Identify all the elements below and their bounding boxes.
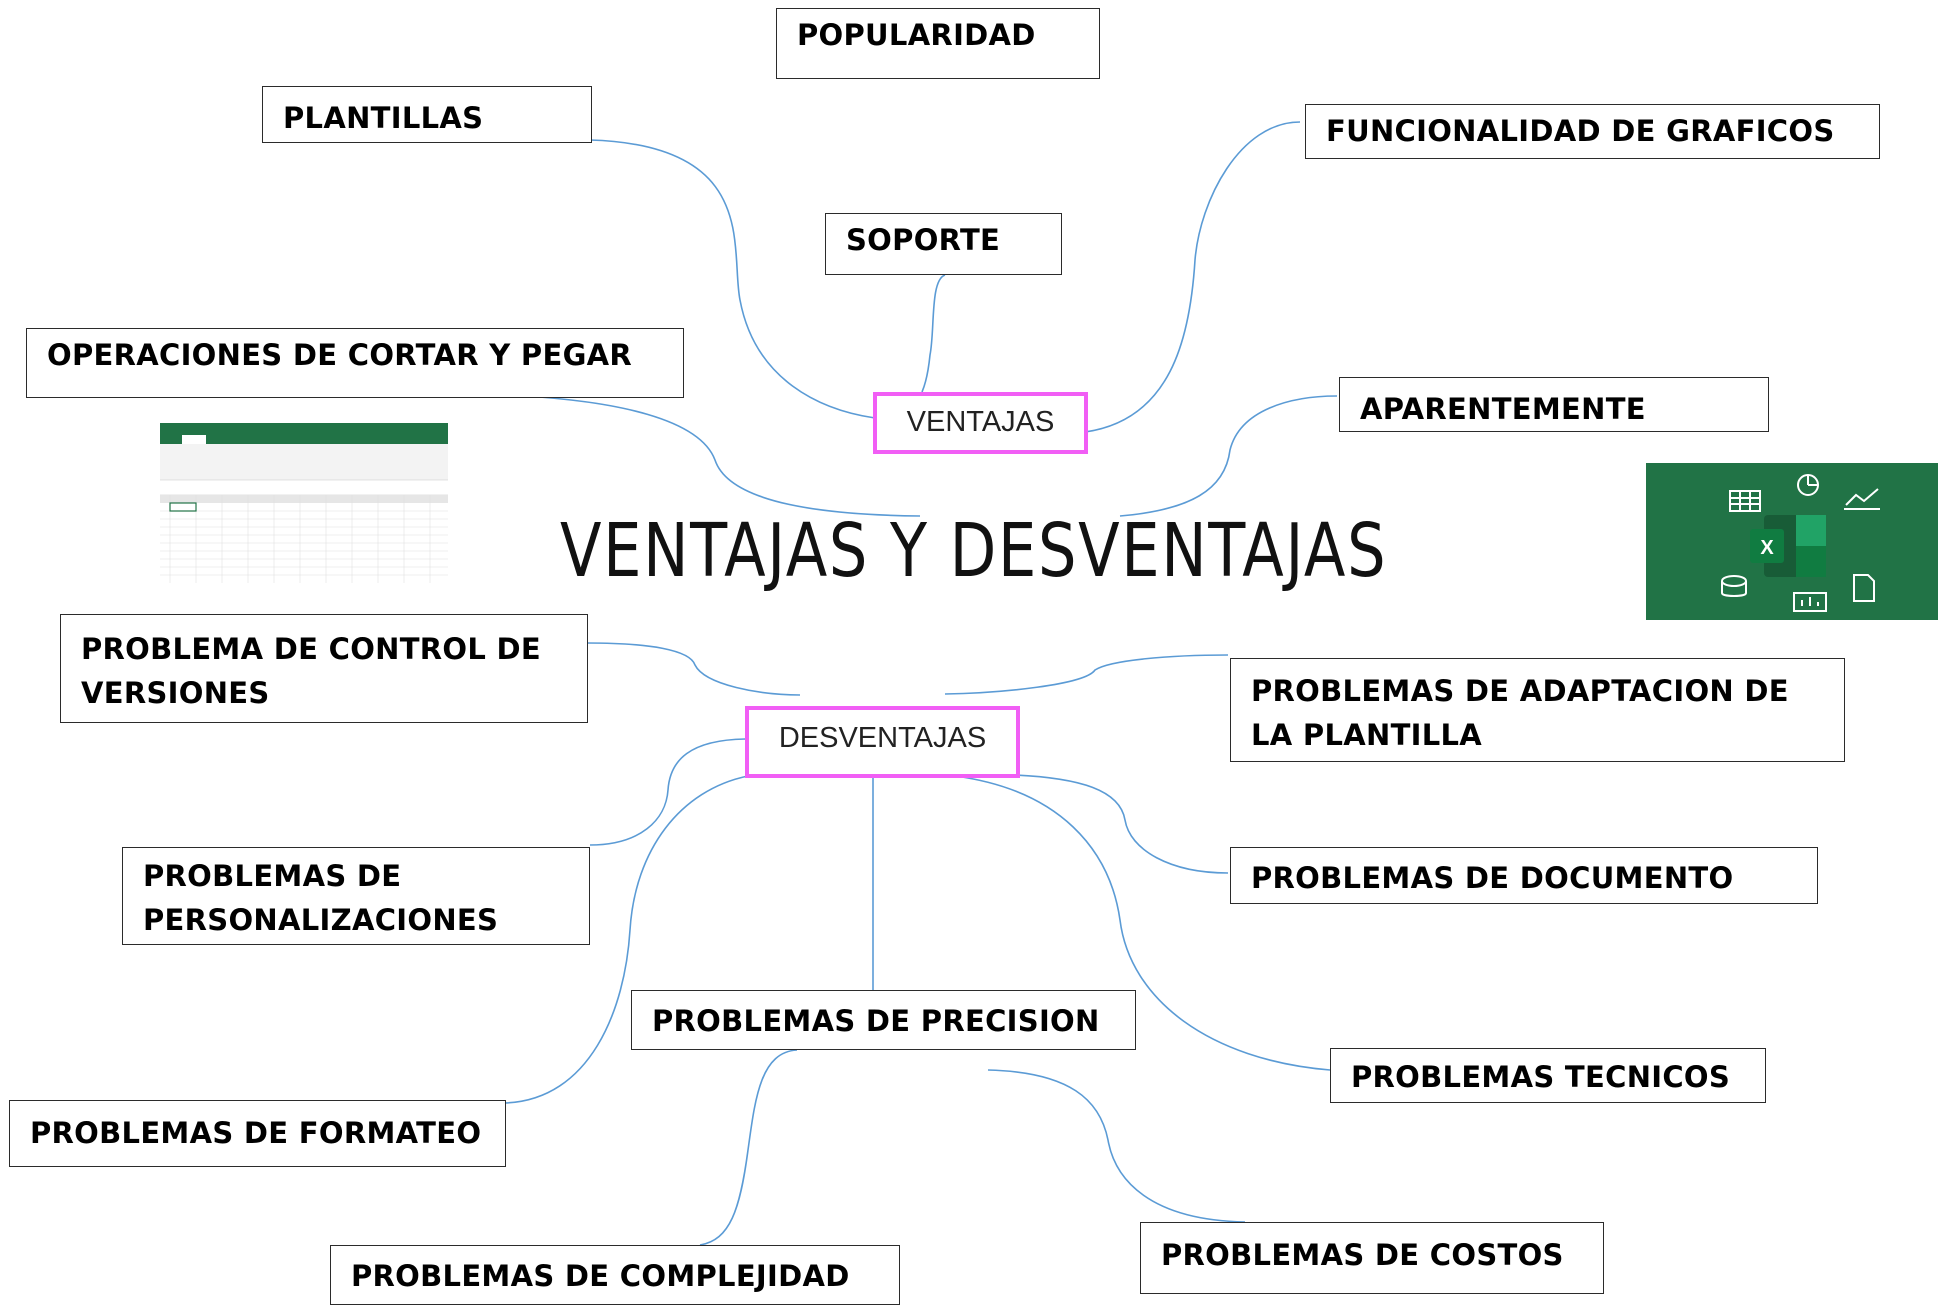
node-funcionalidad-graficos: FUNCIONALIDAD DE GRAFICOS xyxy=(1305,104,1880,159)
node-documento: PROBLEMAS DE DOCUMENTO xyxy=(1230,847,1818,904)
node-label: PROBLEMAS DE COSTOS xyxy=(1161,1238,1564,1272)
node-label-line-1: PROBLEMAS DE xyxy=(143,859,402,893)
node-formateo: PROBLEMAS DE FORMATEO xyxy=(9,1100,506,1167)
node-label-line-2: LA PLANTILLA xyxy=(1251,718,1483,752)
connector-costos xyxy=(987,1069,1246,1223)
hub-desventajas: DESVENTAJAS xyxy=(745,706,1020,778)
node-control-versiones: PROBLEMA DE CONTROL DE VERSIONES xyxy=(60,614,588,723)
node-label: POPULARIDAD xyxy=(797,18,1036,52)
connector-operaciones xyxy=(504,394,921,517)
node-aparentemente: APARENTEMENTE xyxy=(1339,377,1769,432)
connector-plantillas xyxy=(589,139,876,419)
node-label-line-1: PROBLEMAS DE ADAPTACION DE xyxy=(1251,674,1789,708)
connector-formateo xyxy=(504,775,749,1104)
node-label: PROBLEMAS DE DOCUMENTO xyxy=(1251,861,1734,895)
connector-soporte xyxy=(921,274,946,393)
main-title: VENTAJAS Y DESVENTAJAS xyxy=(560,508,1388,594)
node-personalizaciones: PROBLEMAS DE PERSONALIZACIONES xyxy=(122,847,590,945)
node-label: PROBLEMAS TECNICOS xyxy=(1351,1060,1731,1094)
spreadsheet-image xyxy=(160,423,448,583)
connector-tecnicos xyxy=(954,775,1331,1071)
excel-logo-image: X xyxy=(1721,474,1880,612)
node-soporte: SOPORTE xyxy=(825,213,1062,275)
connector-personalizaciones xyxy=(589,738,746,846)
node-label: PROBLEMAS DE FORMATEO xyxy=(30,1116,482,1150)
node-label: FUNCIONALIDAD DE GRAFICOS xyxy=(1326,114,1835,148)
node-label: PROBLEMAS DE PRECISION xyxy=(652,1004,1100,1038)
connector-control-versiones xyxy=(586,642,801,696)
hub-label: VENTAJAS xyxy=(906,406,1055,438)
node-label: PLANTILLAS xyxy=(283,101,484,135)
node-popularidad: POPULARIDAD xyxy=(776,8,1100,79)
node-label: APARENTEMENTE xyxy=(1360,392,1646,426)
node-precision: PROBLEMAS DE PRECISION xyxy=(631,990,1136,1050)
node-label-line-2: VERSIONES xyxy=(81,676,270,710)
hub-ventajas: VENTAJAS xyxy=(873,392,1088,454)
connector-documento xyxy=(1014,774,1229,874)
node-tecnicos: PROBLEMAS TECNICOS xyxy=(1330,1048,1766,1103)
node-label: PROBLEMAS DE COMPLEJIDAD xyxy=(351,1259,850,1293)
node-costos: PROBLEMAS DE COSTOS xyxy=(1140,1222,1604,1294)
hub-label: DESVENTAJAS xyxy=(778,722,987,754)
node-label-line-1: PROBLEMA DE CONTROL DE xyxy=(81,632,542,666)
node-label: OPERACIONES DE CORTAR Y PEGAR xyxy=(47,338,633,372)
node-label-line-2: PERSONALIZACIONES xyxy=(143,903,499,937)
node-adaptacion-plantilla: PROBLEMAS DE ADAPTACION DE LA PLANTILLA xyxy=(1230,658,1845,762)
svg-text:X: X xyxy=(1760,537,1774,559)
node-operaciones-cortar-pegar: OPERACIONES DE CORTAR Y PEGAR xyxy=(26,328,684,398)
excel-logo: X xyxy=(1646,463,1938,620)
node-complejidad: PROBLEMAS DE COMPLEJIDAD xyxy=(330,1245,900,1305)
excel-spreadsheet-screenshot xyxy=(160,423,448,583)
connector-complejidad xyxy=(699,1049,798,1246)
connector-adaptacion xyxy=(944,654,1229,695)
node-plantillas: PLANTILLAS xyxy=(262,86,592,143)
connector-aparentemente xyxy=(1119,395,1338,517)
connector-funcionalidad xyxy=(1084,121,1301,433)
node-label: SOPORTE xyxy=(846,223,1001,257)
